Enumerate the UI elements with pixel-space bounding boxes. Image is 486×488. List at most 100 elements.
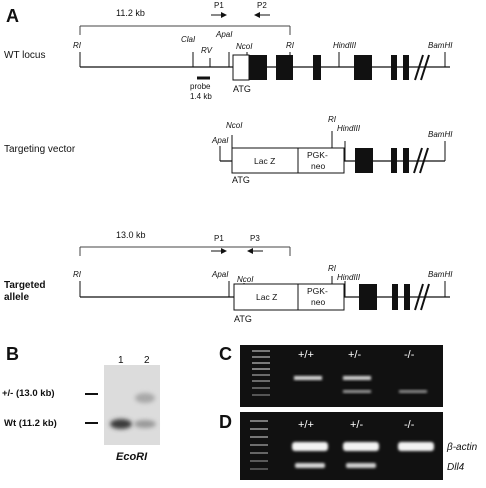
ladder-band <box>250 460 268 462</box>
ladder-band <box>250 428 268 430</box>
probe-label: probe <box>190 82 211 91</box>
exon <box>391 148 397 173</box>
gel-band-beta-actin <box>398 442 434 451</box>
ladder <box>252 350 270 396</box>
site-ri-label: RI <box>328 115 337 124</box>
ladder-band <box>252 387 270 389</box>
neo-label: neo <box>311 161 325 171</box>
genotype-wt-label: +/+ <box>298 349 314 361</box>
enzyme-label: EcoRI <box>116 451 148 463</box>
beta-actin-label: β-actin <box>446 442 478 453</box>
site-apai-label: ApaI <box>211 270 229 279</box>
exon <box>403 148 409 173</box>
ladder-band <box>250 444 268 446</box>
site-ncoi-label: NcoI <box>237 275 254 284</box>
primer-p2-label: P2 <box>257 1 267 10</box>
exon <box>313 55 321 80</box>
panel-c-letter: C <box>219 344 232 364</box>
exon-1-open <box>232 54 250 81</box>
site-ri-label: RI <box>73 270 82 279</box>
band-lane2-wt <box>134 420 156 428</box>
targeting-vector-map: Targeting vector NcoI ApaI RI HindIII Ba… <box>4 115 453 185</box>
lacz-label: Lac Z <box>254 156 275 166</box>
band-lane2-targeted <box>135 393 155 403</box>
primer-p1-label: P1 <box>214 234 224 243</box>
genotype-wt-label: +/+ <box>298 419 314 431</box>
targeted-allele-label-1: Targeted <box>4 280 46 291</box>
ladder-band <box>252 380 270 382</box>
site-apai-label: ApaI <box>215 30 233 39</box>
gel-band-dll4 <box>295 463 325 468</box>
gel-band-dll4 <box>346 463 376 468</box>
ladder-band <box>250 468 268 470</box>
panel-b: B 1 2 +/- (13.0 kb) Wt (11.2 kb) EcoRI <box>2 344 160 463</box>
wt-locus-label: WT locus <box>4 50 46 61</box>
targeted-distance-label: 13.0 kb <box>116 230 146 240</box>
ladder-band <box>250 420 268 422</box>
exon <box>354 55 372 80</box>
pgk-label: PGK- <box>307 150 328 160</box>
panel-d: D +/+ +/- -/- β-actin Dll4 <box>219 412 478 480</box>
atg-label: ATG <box>233 84 251 94</box>
site-ri-label: RI <box>73 41 82 50</box>
break-mark <box>414 283 430 311</box>
exon <box>404 284 410 310</box>
gel-band-beta-actin <box>292 442 328 451</box>
wt-distance-label: 11.2 kb <box>116 8 145 18</box>
break-mark <box>413 147 429 174</box>
site-hindiii-label: HindIII <box>337 273 361 282</box>
exon <box>391 55 397 80</box>
site-ri-label: RI <box>286 41 295 50</box>
gel-band-mutant <box>343 390 371 393</box>
pcr-gel-c <box>240 345 443 407</box>
dll4-label: Dll4 <box>447 462 465 473</box>
panel-a: A 11.2 kb P1 P2 WT locus <box>4 1 453 324</box>
ladder-band <box>250 452 268 454</box>
gel-band-wt <box>294 376 322 380</box>
site-bamhi-label: BamHI <box>428 41 453 50</box>
site-bamhi-label: BamHI <box>428 130 453 139</box>
site-ncoi-label: NcoI <box>236 42 253 51</box>
site-apai-label: ApaI <box>211 136 229 145</box>
panel-b-letter: B <box>6 344 19 364</box>
break-mark <box>414 54 430 81</box>
band-label-targeted: +/- (13.0 kb) <box>2 388 55 399</box>
atg-label: ATG <box>234 314 252 324</box>
site-ncoi-label: NcoI <box>226 121 243 130</box>
ladder-band <box>252 350 270 352</box>
lacz-label: Lac Z <box>256 292 277 302</box>
gel-band-beta-actin <box>343 442 379 451</box>
exon <box>403 55 409 80</box>
gel-band-wt <box>343 376 371 380</box>
targeted-allele-label-2: allele <box>4 292 29 303</box>
lane-2-label: 2 <box>144 355 150 366</box>
site-hindiii-label: HindIII <box>337 124 361 133</box>
pgk-label: PGK- <box>307 286 328 296</box>
ladder-band <box>252 362 270 364</box>
ladder-band <box>252 394 270 396</box>
pgk-neo-cassette <box>297 147 345 174</box>
site-rv-label: RV <box>201 46 213 55</box>
site-clai-label: ClaI <box>181 35 196 44</box>
panel-d-letter: D <box>219 412 232 432</box>
targeting-vector-label: Targeting vector <box>4 144 76 155</box>
ladder <box>250 420 268 470</box>
primer-p3-label: P3 <box>250 234 260 243</box>
gel-band-mutant <box>399 390 427 393</box>
ladder-band <box>252 356 270 358</box>
exon <box>355 148 373 173</box>
atg-label: ATG <box>232 175 250 185</box>
exon <box>392 284 398 310</box>
southern-blot <box>104 365 160 445</box>
pgk-neo-cassette <box>297 283 345 311</box>
genotype-het-label: +/- <box>348 349 361 361</box>
exon <box>249 55 267 80</box>
ladder-band <box>250 436 268 438</box>
site-ri-label: RI <box>328 264 337 273</box>
exon <box>276 55 293 80</box>
lane-1-label: 1 <box>118 355 124 366</box>
wt-locus-map: 11.2 kb P1 P2 WT locus RI ClaI RV ApaI N… <box>4 1 453 101</box>
lacz-cassette <box>231 147 299 174</box>
site-bamhi-label: BamHI <box>428 270 453 279</box>
